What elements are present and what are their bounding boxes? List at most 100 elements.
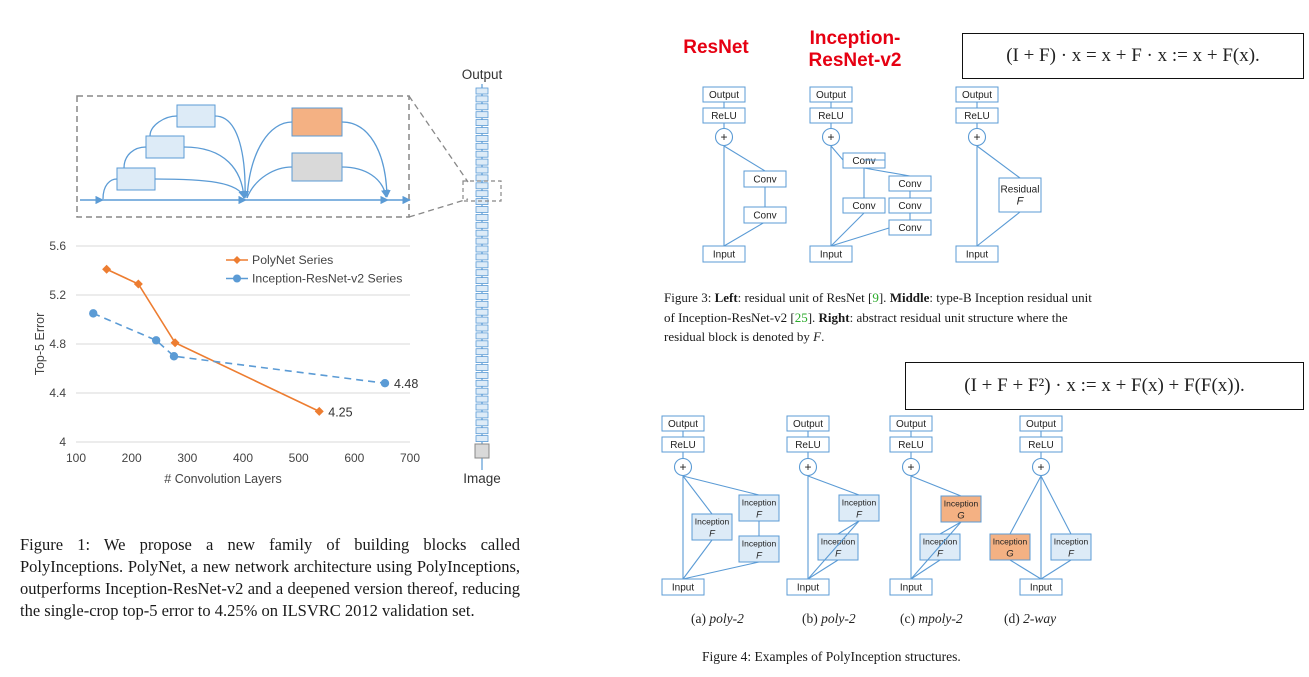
y-tick-label: 5.2 — [49, 288, 66, 302]
column-layer — [475, 158, 489, 166]
y-tick-label: 5.6 — [49, 239, 66, 253]
ref-25[interactable]: 25 — [794, 309, 808, 325]
zoom-block-2 — [145, 135, 185, 159]
connector — [976, 211, 1021, 247]
x-tick-label: 500 — [289, 451, 309, 465]
subcaption-b-name: poly-2 — [821, 611, 856, 626]
connector — [863, 167, 911, 177]
column-layer — [475, 229, 489, 237]
diagram-block-label: Input — [900, 583, 922, 594]
legend-label: Inception-ResNet-v2 Series — [252, 272, 402, 286]
connector — [976, 145, 1021, 179]
column-layer — [475, 150, 489, 158]
figure3-caption-t5: : abstract residual unit structure where… — [664, 309, 1068, 345]
subcaption-c-tag: (c) — [900, 611, 915, 626]
plus-sign: + — [679, 460, 686, 474]
column-layer — [475, 221, 489, 229]
diagram-block-label: F — [756, 551, 763, 562]
diagram-block-label: F — [756, 510, 763, 521]
diagram-block-label: Inception — [923, 537, 958, 547]
diagram-block-label: Inception — [993, 537, 1028, 547]
x-axis-label: # Convolution Layers — [164, 472, 281, 486]
zoom-box — [76, 95, 410, 218]
diagram-block-label: Input — [1030, 583, 1052, 594]
connector — [1040, 559, 1072, 580]
diagram-block — [743, 206, 787, 224]
diagram-block-label: Input — [672, 583, 694, 594]
diagram-block-label: G — [1006, 549, 1013, 560]
subcaption-d-name: 2-way — [1023, 611, 1057, 626]
column-layer — [475, 237, 489, 245]
column-layer — [475, 277, 489, 285]
diagram-block-label: Inception — [821, 537, 856, 547]
figure4-caption: Figure 4: Examples of PolyInception stru… — [702, 649, 961, 665]
diagram-block-label: Conv — [852, 201, 875, 212]
connector — [939, 521, 962, 535]
figure4-caption-label: Figure 4: — [702, 649, 752, 664]
connector — [910, 559, 941, 580]
diagram-block-label: Conv — [898, 201, 921, 212]
data-point — [169, 352, 179, 361]
diagram-block-label: F — [1068, 549, 1075, 560]
connector — [723, 221, 766, 247]
figure4-equation-text: (I + F + F²) · x := x + F(x) + F(F(x)). — [964, 375, 1245, 396]
diagram-block-label: Inception — [842, 498, 877, 508]
diagram-block-label: F — [856, 510, 863, 521]
data-point — [314, 406, 324, 416]
x-tick-label: 700 — [400, 451, 420, 465]
image-label: Image — [463, 471, 501, 486]
connector — [723, 145, 766, 172]
y-tick-label: 4.8 — [49, 337, 66, 351]
column-layer — [475, 182, 489, 190]
diagram-block-label: F — [1017, 196, 1025, 208]
diagram-block-label: ReLU — [711, 111, 737, 122]
legend-label: PolyNet Series — [252, 253, 333, 267]
figure4-equation: (I + F + F²) · x := x + F(x) + F(F(x)). — [905, 362, 1304, 410]
diagram-block-label: ReLU — [795, 440, 821, 451]
series-line — [92, 312, 386, 384]
connector — [682, 539, 713, 580]
diagram-block-label: Residual — [1001, 185, 1040, 196]
sum-node — [673, 457, 693, 477]
sum-node — [901, 457, 921, 477]
data-point — [89, 309, 98, 318]
figure1-caption-label: Figure 1: — [20, 535, 91, 554]
x-tick-label: 600 — [344, 451, 364, 465]
subcaption-a-name: poly-2 — [709, 611, 744, 626]
column-layer — [475, 379, 489, 387]
diagram-block — [998, 177, 1042, 213]
column-layer — [475, 245, 489, 253]
figure3-caption-t4: ]. — [807, 309, 819, 325]
diagram-block-label: Output — [668, 419, 698, 430]
column-layer — [475, 142, 489, 150]
plus-sign: + — [804, 460, 811, 474]
connector — [910, 475, 962, 497]
column-layer — [475, 300, 489, 308]
column-layer — [475, 253, 489, 261]
column-layer — [475, 111, 489, 119]
column-layer — [475, 371, 489, 379]
y-tick-label: 4 — [59, 435, 66, 449]
ref-9[interactable]: 9 — [872, 290, 879, 305]
legend-marker — [233, 256, 241, 264]
end-value-label: 4.25 — [328, 405, 352, 419]
plus-sign: + — [827, 130, 834, 144]
column-layer — [475, 340, 489, 348]
subcaption-a-tag: (a) — [691, 611, 706, 626]
diagram-block-label: Input — [966, 250, 988, 261]
column-layer — [475, 134, 489, 142]
diagram-block-label: F — [937, 549, 944, 560]
figure4-diagrams: OutputReLU+InputInceptionFInceptionFInce… — [661, 415, 1092, 596]
connector — [807, 475, 860, 496]
column-layer — [475, 435, 489, 443]
connector — [837, 520, 860, 535]
diagram-block-label: ReLU — [670, 440, 696, 451]
diagram-block-label: ReLU — [818, 111, 844, 122]
connector — [1009, 475, 1042, 535]
diagram-block-label: Output — [962, 90, 992, 101]
column-layer — [475, 308, 489, 316]
figure3-caption-t2: ]. — [878, 290, 890, 305]
network-column — [475, 84, 489, 470]
column-layer — [475, 356, 489, 364]
